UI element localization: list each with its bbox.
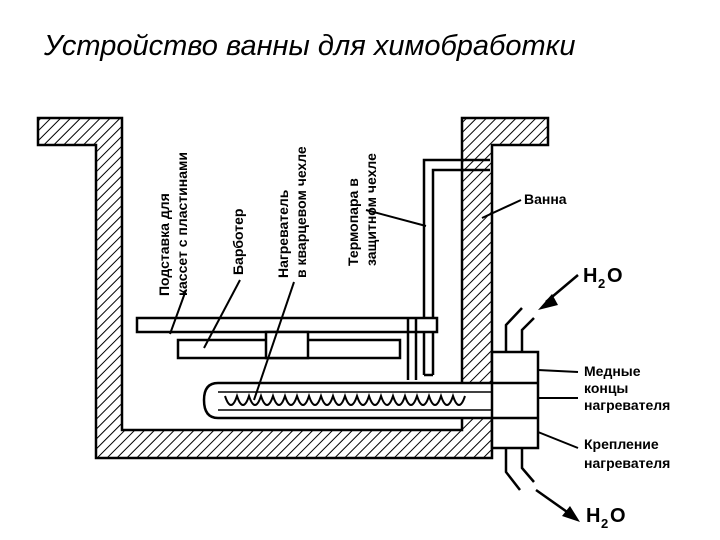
page-title: Устройство ванны для химобработки xyxy=(44,30,576,62)
thermocouple xyxy=(422,158,490,377)
bath-walls xyxy=(36,116,550,460)
water-out-pipe xyxy=(504,448,535,491)
water-in-pipe xyxy=(504,307,535,352)
water-in-o: O xyxy=(607,265,623,287)
thermocouple-label-line1: Термопара в xyxy=(345,178,361,266)
heater-label-line2: в кварцевом чехле xyxy=(293,146,309,278)
heater xyxy=(202,381,500,420)
water-out-o: O xyxy=(610,505,626,527)
water-out-label: H 2 O xyxy=(586,505,626,531)
mount-label-line1: Крепление xyxy=(584,436,659,452)
stand-label-line2: кассет с пластинами xyxy=(174,152,190,296)
water-out-sub: 2 xyxy=(601,516,608,531)
bubbler-tube xyxy=(406,318,418,380)
water-in-arrow xyxy=(538,274,579,310)
copper-label-line1: Медные xyxy=(584,363,641,379)
leader-lines xyxy=(169,199,579,449)
copper-label-line3: нагревателя xyxy=(584,397,670,413)
thermocouple-label-line2: защитном чехле xyxy=(363,153,379,266)
water-in-label: H 2 O xyxy=(583,265,623,291)
copper-ends-block xyxy=(490,350,540,450)
water-in-h: H xyxy=(583,265,597,287)
bath-label: Ванна xyxy=(524,191,567,207)
water-in-sub: 2 xyxy=(598,276,605,291)
cassette-stand xyxy=(135,316,439,360)
bubbler-label: Барботер xyxy=(230,209,246,275)
copper-label-line2: концы xyxy=(584,380,628,396)
water-out-arrow xyxy=(535,488,580,522)
water-out-h: H xyxy=(586,505,600,527)
mount-label-line2: нагревателя xyxy=(584,455,670,471)
heater-label-line1: Нагреватель xyxy=(275,189,291,278)
stand-label-line1: Подставка для xyxy=(156,193,172,296)
